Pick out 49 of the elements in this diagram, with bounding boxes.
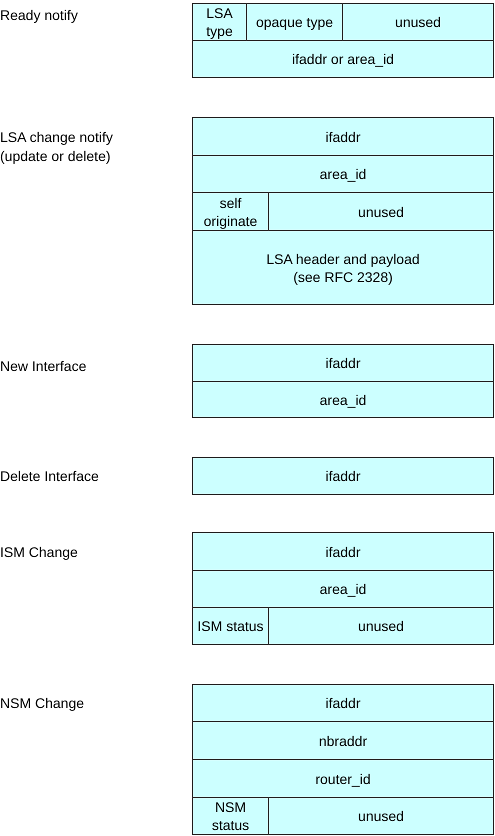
field-cell — [192, 759, 494, 798]
message-type-label: Ready notify — [0, 6, 79, 25]
field-name: area_id — [320, 390, 366, 408]
field-cell — [192, 192, 269, 231]
message-type-label: NSM Change — [0, 694, 86, 713]
field-cell — [342, 3, 494, 41]
field-cell — [192, 721, 494, 760]
field-name: ifaddr or area_id — [292, 50, 394, 68]
field-name: NSM status — [210, 798, 250, 834]
field-cell — [192, 230, 494, 305]
field-cell — [192, 40, 494, 78]
field-cell — [192, 3, 247, 41]
field-name: ifaddr — [325, 467, 361, 485]
field-name: LSA header and payload — [266, 250, 420, 268]
field-cell — [192, 570, 494, 608]
field-cell — [192, 532, 494, 571]
field-cell — [192, 797, 269, 835]
field-cell — [192, 457, 494, 495]
field-name: ifaddr — [325, 694, 361, 712]
field-name: opaque type — [254, 13, 334, 31]
field-cell — [268, 192, 494, 231]
field-cell — [246, 3, 343, 41]
field-cell — [192, 117, 494, 156]
field-name: router_id — [315, 770, 371, 788]
field-name: ifaddr — [325, 128, 361, 146]
field-name: nbraddr — [318, 732, 368, 750]
field-name: unused — [358, 617, 404, 635]
field-name: ISM status — [196, 617, 265, 635]
field-name: area_id — [320, 580, 366, 598]
field-cell — [192, 381, 494, 418]
message-type-label: LSA change notify (update or delete) — [0, 128, 114, 166]
field-name: area_id — [320, 165, 366, 183]
field-cell — [192, 684, 494, 722]
field-name: unused — [358, 807, 404, 825]
field-name: ifaddr — [325, 542, 361, 560]
message-type-label: ISM Change — [0, 543, 79, 562]
field-cell — [268, 797, 494, 835]
field-name: self originate — [202, 194, 258, 230]
message-type-label: Delete Interface — [0, 467, 100, 486]
field-cell — [268, 607, 494, 645]
field-name: unused — [358, 202, 404, 220]
message-type-label: New Interface — [0, 357, 88, 376]
field-cell — [192, 607, 269, 645]
field-name: ifaddr — [325, 354, 361, 372]
field-cell — [192, 344, 494, 382]
field-cell — [192, 155, 494, 193]
field-name: unused — [395, 13, 441, 31]
field-name: (see RFC 2328) — [293, 268, 393, 286]
field-name: LSA type — [205, 4, 234, 40]
